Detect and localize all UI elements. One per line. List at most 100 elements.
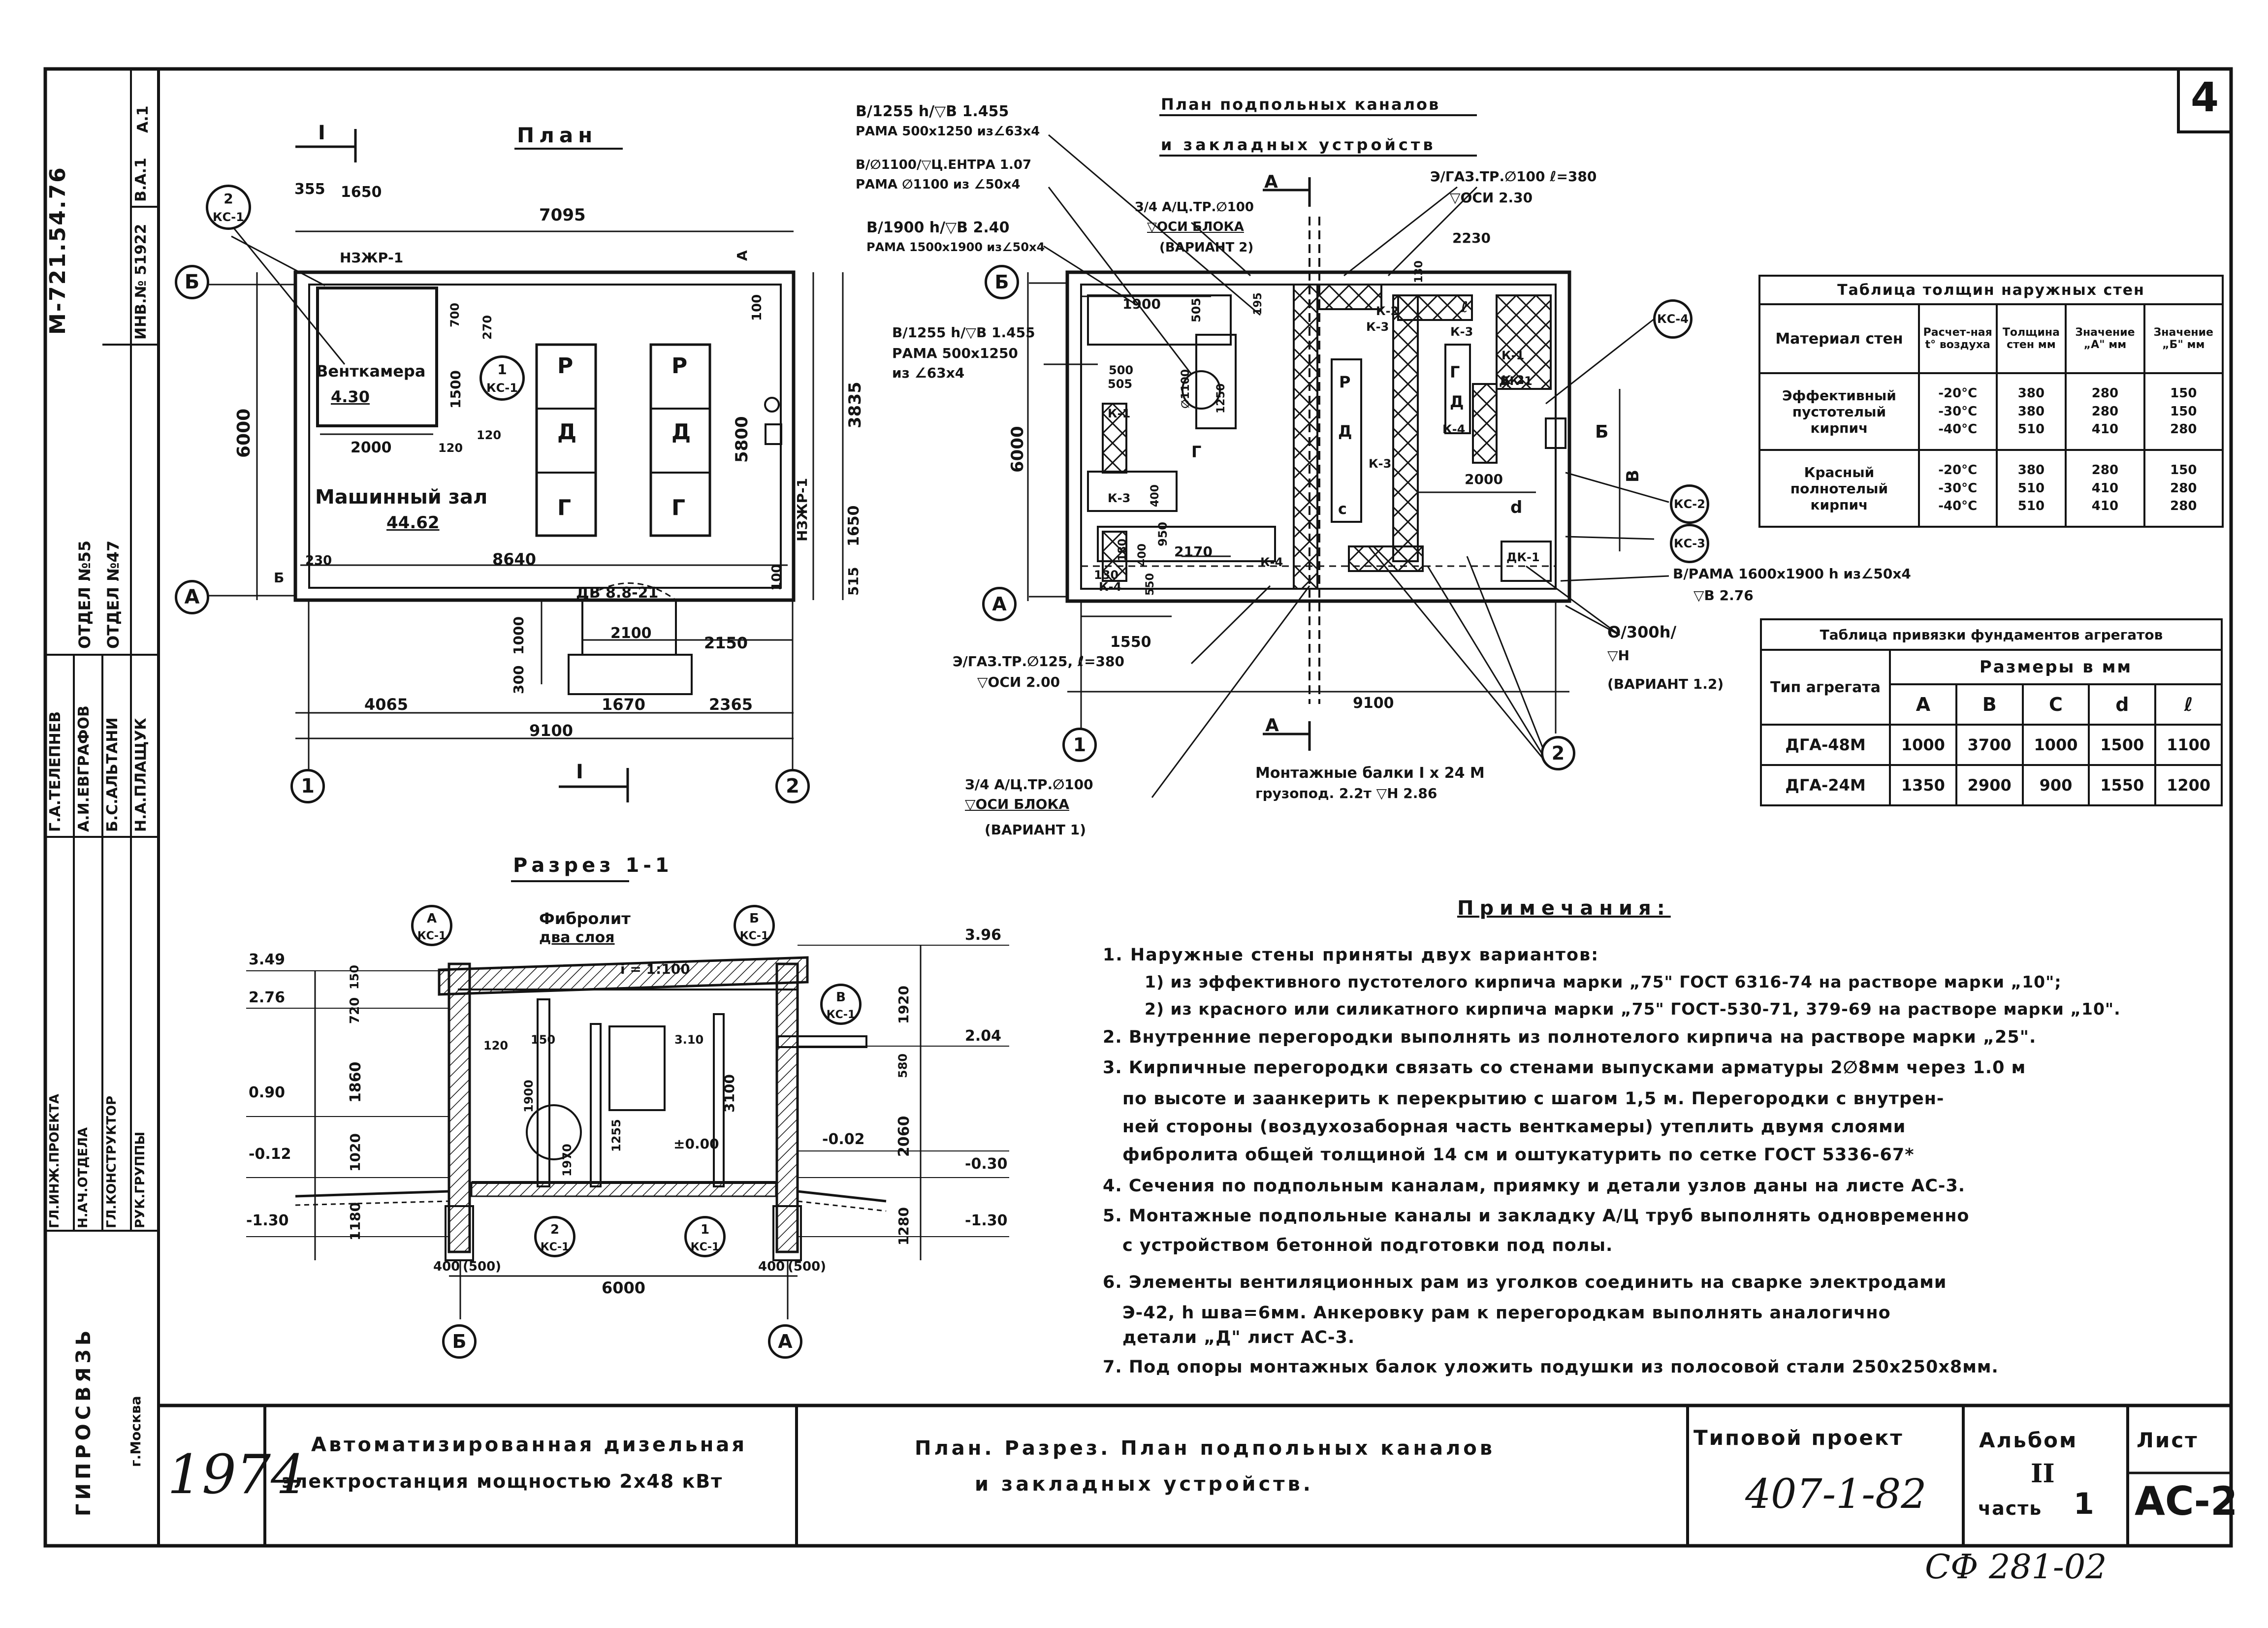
found-row1-a: 1000 (1889, 724, 1957, 766)
callout-ks3: КС-3 (1670, 524, 1709, 563)
axis-a-plan: А (175, 580, 209, 614)
found-row2-b: 2900 (1955, 764, 2024, 806)
dim-4065: 4065 (364, 695, 409, 714)
callout-rama-1500: РАМА 1500х1900 из∠50х4 (866, 240, 1045, 254)
callout-v-2-76: ▽В 2.76 (1693, 587, 1754, 604)
title-block-grid (159, 1404, 2231, 1546)
axis-2-channels: 2 (1541, 736, 1575, 770)
sec-dim-1255: 1255 (609, 1119, 623, 1152)
dim-2150: 2150 (704, 634, 748, 652)
note-line-1: 1. Наружные стены приняты двух вариантов… (1103, 945, 1599, 965)
sec-dim-500-left: (500) (463, 1259, 502, 1274)
side-stamp-grid (45, 69, 160, 1232)
note-line-3: 2) из красного или силикатного кирпича м… (1145, 999, 2121, 1019)
wall-thickness-table: Таблица толщин наружных стен Материал ст… (1758, 275, 2224, 528)
k-mark-11: К-4 (1442, 422, 1466, 436)
k-mark-3: К-3 (1366, 320, 1389, 334)
sheet-title-2: и закладных устройств. (975, 1473, 1313, 1496)
section-view (246, 880, 1009, 1319)
project-title-1: Автоматизированная дизельная (311, 1434, 747, 1456)
callout-vn: ▽Н (1607, 647, 1629, 664)
callout-gas-100: Э/ГАЗ.ТР.∅100 ℓ=380 (1430, 168, 1597, 185)
found-row2-type: ДГА-24М (1760, 764, 1891, 806)
found-col-d: d (2088, 683, 2157, 726)
level-minus-1-30-left: -1.30 (246, 1212, 289, 1229)
sec-dim-580: 580 (896, 1053, 910, 1078)
sec-dim-1180: 1180 (347, 1202, 363, 1241)
room-machine-hall-area: 44.62 (386, 513, 440, 533)
list-label: Лист (2137, 1428, 2199, 1452)
wall-col-material: Материал стен (1758, 303, 1920, 374)
ch-dim-550: 550 (1144, 573, 1156, 596)
sec-dim-1920: 1920 (895, 986, 912, 1024)
archive-number: СФ 281-02 (1925, 1548, 2107, 1587)
sec-dim-400-left: 400 (433, 1259, 460, 1274)
wall-col-temp: Расчет-ная t° воздуха (1917, 303, 1998, 374)
section-fibrolit: Фибролит (539, 909, 631, 928)
wall-row2-temps: -20°С-30°С-40°С (1917, 449, 1998, 528)
ch-letter-r: Р (1339, 373, 1351, 391)
ch-letter-g: Г (1191, 443, 1202, 461)
k-mark-8: К-3 (1450, 325, 1473, 339)
ch-dim-1100: ∅1100 (1180, 369, 1192, 409)
wall-col-b: Значение „Б" мм (2143, 303, 2224, 374)
project-label: Типовой проект (1693, 1426, 1904, 1450)
ch-dim-130: 130 (1413, 260, 1425, 283)
va1-label: В.А.1 (132, 158, 150, 202)
ch-dim-2230: 2230 (1452, 230, 1491, 246)
ch-dim-2170: 2170 (1174, 543, 1213, 560)
list-value: АС-2 (2135, 1478, 2238, 1524)
room-ventkamera-area: 4.30 (331, 387, 370, 406)
axis-b-plan: Б (175, 265, 209, 299)
note-line-10: 5. Монтажные подпольные каналы и закладк… (1103, 1206, 1970, 1226)
axis-b-section: Б (442, 1324, 477, 1359)
k-mark-7: К-3 (1369, 457, 1392, 471)
album-value: II (2031, 1459, 2055, 1489)
ch-dim-505: 505 (1189, 297, 1203, 322)
note-line-14: детали „Д" лист АС-3. (1122, 1328, 1355, 1347)
channels-plan-view (1027, 114, 1669, 798)
dim-300: 300 (511, 665, 527, 694)
callout-variant-1-2: (ВАРИАНТ 1.2) (1607, 676, 1724, 692)
dim-1650-right: 1650 (845, 505, 862, 547)
k-mark-9: К-1 (1501, 349, 1525, 362)
sheet-title-1: План. Разрез. План подпольных каналов (915, 1437, 1496, 1460)
a1-label: А.1 (134, 105, 152, 133)
dim-1650: 1650 (341, 184, 382, 201)
name-altani: Б.С.АЛЬТАНИ (104, 717, 121, 832)
ch-letter-v: В (1623, 470, 1643, 482)
callout-v1255-b: В/1255 h/▽В 1.455 (892, 324, 1035, 341)
ch-section-a-top: А (1264, 172, 1278, 192)
ch-letter-d: Д (1338, 422, 1352, 441)
equip-2-r: Р (671, 353, 688, 379)
project-title-2: электростанция мощностью 2х48 кВт (282, 1470, 723, 1492)
role-chief-engineer: ГЛ.ИНЖ.ПРОЕКТА (47, 1093, 62, 1228)
plan-b-mark: Б (274, 570, 285, 586)
dim-1500: 1500 (447, 370, 464, 409)
level-2-76: 2.76 (249, 989, 286, 1006)
level-minus-0-30: -0.30 (965, 1155, 1008, 1173)
ch-letter-d-2: Д (1450, 392, 1464, 411)
callout-rama-b: РАМА 500х1250 (892, 345, 1018, 361)
callout-v1255-a: В/1255 h/▽В 1.455 (856, 103, 1009, 120)
found-row1-l: 1100 (2154, 724, 2223, 766)
sec-dim-1280: 1280 (895, 1207, 912, 1245)
callout-rama-1100: РАМА ∅1100 из ∠50х4 (856, 177, 1021, 192)
notes-title: Примечания: (1457, 897, 1671, 920)
dim-100-bottom: 100 (769, 564, 784, 591)
sec-dim-720: 720 (348, 997, 362, 1024)
wall-col-a: Значение „А" мм (2065, 303, 2145, 374)
ch-dim-180: 180 (1117, 539, 1129, 561)
axis-2-plan: 2 (775, 769, 810, 803)
dim-7095: 7095 (539, 205, 586, 225)
role-chief-designer: ГЛ.КОНСТРУКТОР (104, 1095, 119, 1228)
